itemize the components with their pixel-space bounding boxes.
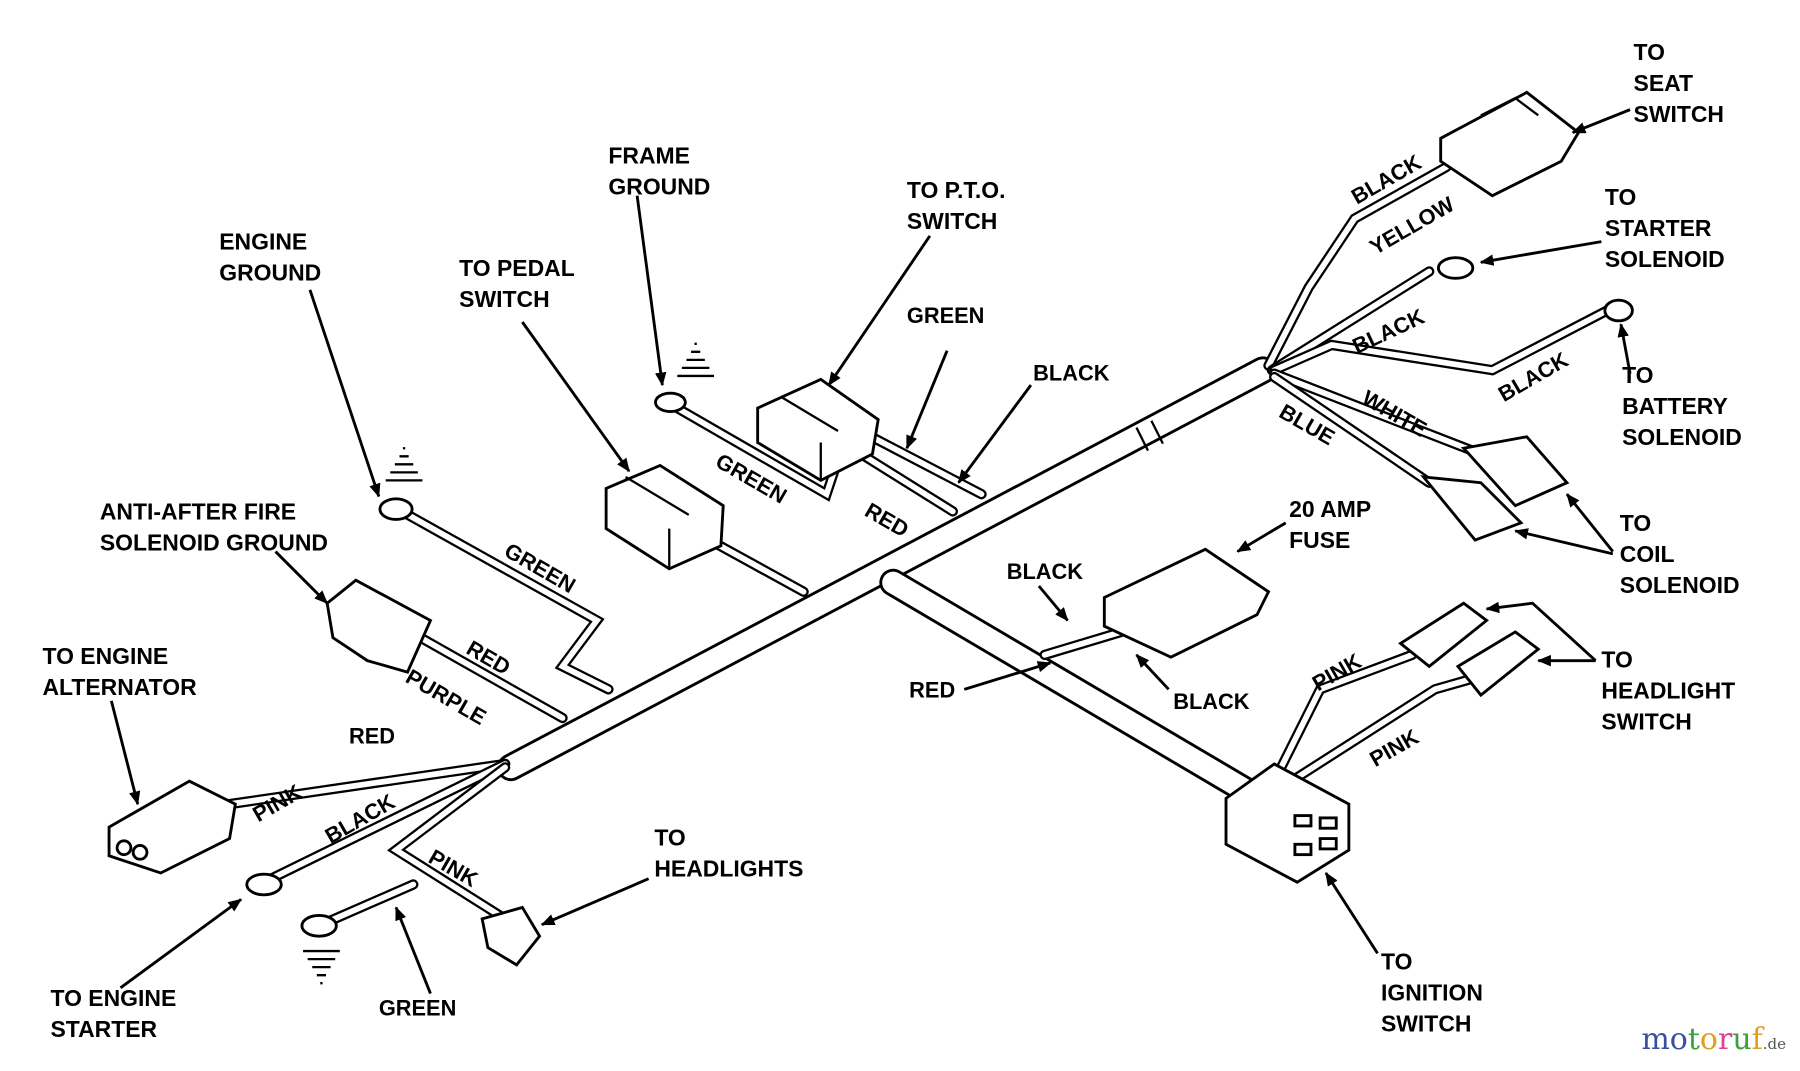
callout-arrows: [109, 108, 1632, 995]
pedal-switch-connector: [604, 463, 725, 571]
ring-terminals: [245, 256, 1634, 938]
fuse-holder: [1102, 547, 1271, 659]
watermark-logo: motoruf.de: [1641, 1022, 1786, 1057]
alternator-connector: [107, 779, 237, 875]
wire-label: BLACK: [1494, 347, 1573, 407]
seat-switch-connector: [1439, 90, 1581, 198]
main-harness: [497, 356, 1277, 805]
wire-label: PINK: [1308, 648, 1366, 696]
headlights-connector: [480, 905, 542, 967]
wire-label: GREEN: [379, 995, 457, 1020]
wire-label: RED: [909, 677, 955, 702]
ground-symbols: [303, 342, 715, 985]
wire-label: BLACK: [1173, 689, 1250, 714]
ignition-switch-connector: [1224, 762, 1351, 884]
coil-solenoid-connectors: [1420, 435, 1570, 542]
wire-label: BLUE: [1275, 399, 1339, 450]
wire-label: BLACK: [1007, 559, 1084, 584]
wire-label: BLACK: [1033, 361, 1110, 386]
wire-label: PINK: [248, 779, 306, 827]
wire-label: RED: [349, 723, 395, 748]
wire-label: RED: [861, 498, 913, 543]
pto-switch-connector: [756, 377, 880, 483]
wire-label: GREEN: [712, 448, 792, 508]
label-pto-switch: TO P.T.O.SWITCH: [907, 177, 1006, 234]
anti-after-fire-connector: [325, 578, 433, 674]
headlight-switch-connectors: [1398, 601, 1541, 698]
wire-label: GREEN: [907, 303, 985, 328]
